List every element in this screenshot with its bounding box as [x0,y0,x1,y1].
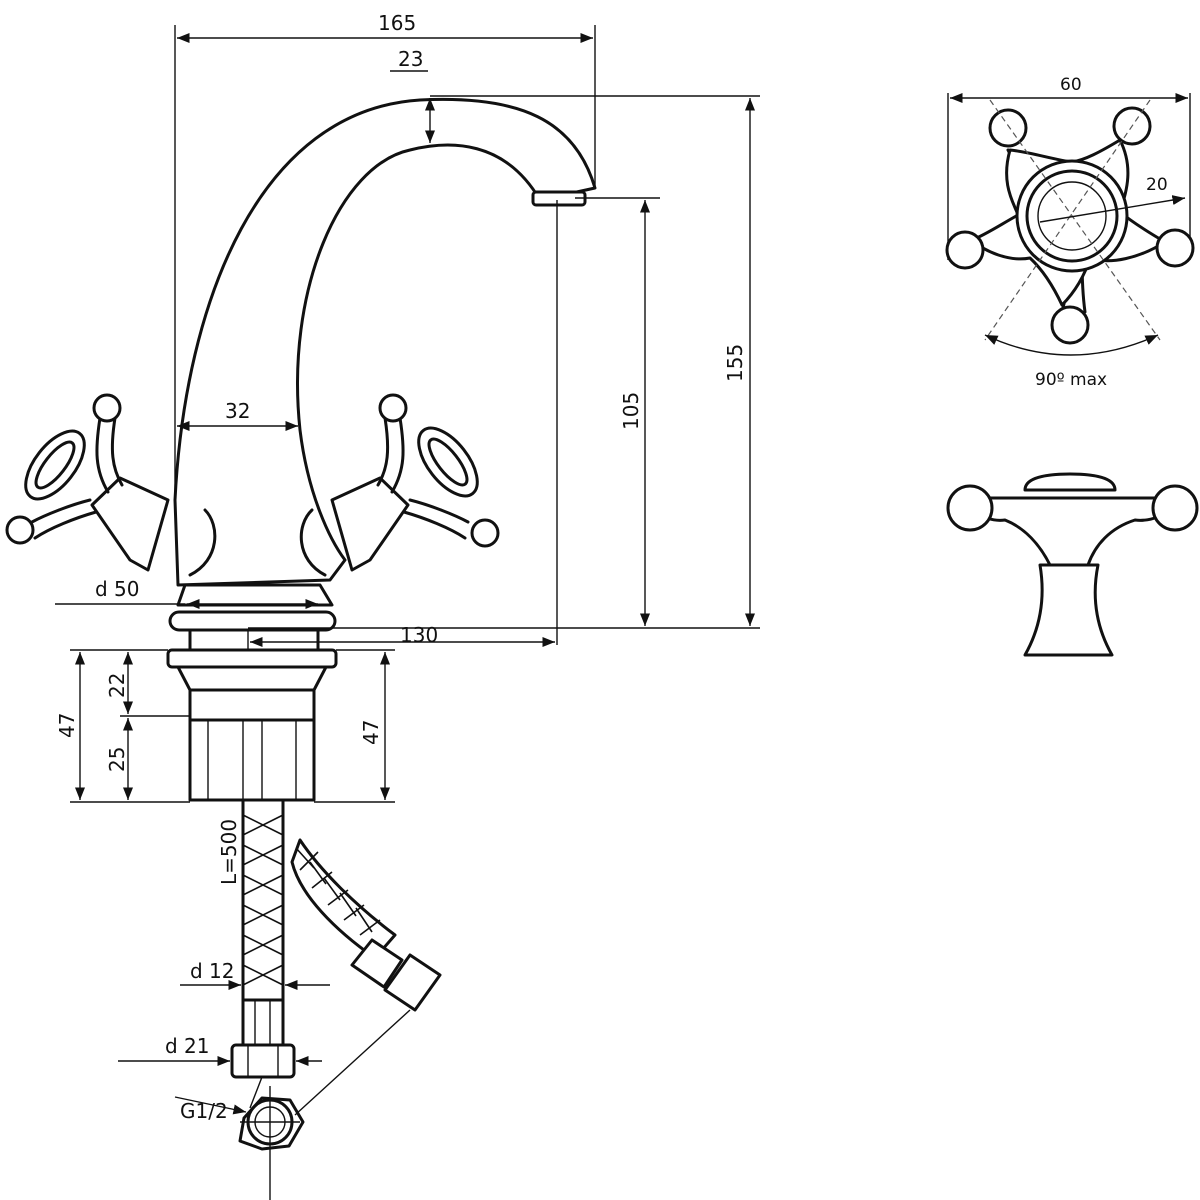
handle-top-view [945,92,1195,356]
dim-22: 22 [105,673,129,698]
thread-section [238,1009,411,1200]
supply-hoses [230,798,442,1079]
dim-47-right: 47 [359,720,383,745]
dimension-lines [55,25,760,1115]
dim-hose-length: L=500 [217,819,241,885]
spout [173,97,597,587]
dim-d12: d 12 [190,959,235,983]
handle-stem [1023,563,1114,657]
straight-hose [241,798,285,1002]
dim-32: 32 [225,399,250,423]
hose-nut-bent [383,953,442,1012]
dim-165: 165 [378,11,416,35]
handle-side-view [946,472,1199,657]
dim-105: 105 [619,392,643,430]
dim-23: 23 [398,47,423,71]
dim-155: 155 [723,344,747,382]
left-handle [5,393,217,577]
dim-60: 60 [1060,75,1082,95]
dimension-labels: 165 23 155 105 32 d 50 130 22 25 47 47 L… [55,11,1168,1123]
lock-nut [166,648,338,669]
hose-nut-straight [230,1043,296,1079]
dim-rotation: 90º max [1035,370,1107,390]
dim-25: 25 [105,747,129,772]
dim-thread: G1/2 [180,1099,228,1123]
dim-20: 20 [1146,175,1168,195]
dim-47-left: 47 [55,713,79,738]
right-handle [299,393,500,577]
dim-d50: d 50 [95,577,140,601]
dim-130: 130 [400,623,438,647]
base-and-shank [166,583,338,802]
dim-d21: d 21 [165,1034,210,1058]
